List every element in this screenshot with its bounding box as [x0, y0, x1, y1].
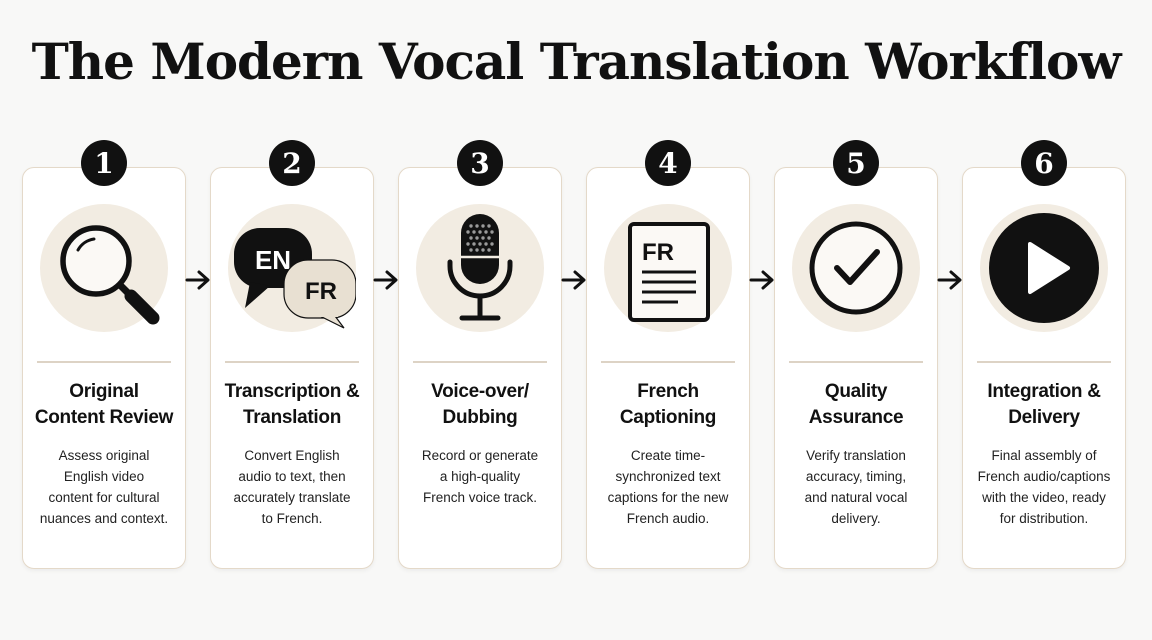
step-heading: Original Content Review	[27, 379, 181, 431]
icon-badge: EN FR	[228, 204, 356, 332]
description-line: Convert English	[244, 448, 340, 463]
step-number-badge: 3	[457, 140, 503, 186]
bubble-en-text: EN	[255, 245, 291, 275]
description-line: to French.	[261, 511, 323, 526]
step-card: EN FR Transcription & Translation Conver…	[210, 167, 374, 569]
step-heading: Quality Assurance	[779, 379, 933, 431]
description-line: with the video, ready	[982, 490, 1106, 505]
divider	[789, 361, 923, 363]
description-line: accurately translate	[233, 490, 351, 505]
speech-bubbles-icon: EN FR	[234, 228, 356, 329]
description-line: French audio.	[626, 511, 710, 526]
icon-badge	[416, 204, 544, 332]
caption-document-icon: FR	[628, 222, 710, 322]
page-title: The Modern Vocal Translation Workflow	[31, 32, 1122, 91]
step-heading: Integration & Delivery	[967, 379, 1121, 431]
step-card: Original Content Review Assess original …	[22, 167, 186, 569]
description-line: Verify translation	[806, 448, 906, 463]
bubble-fr-text: FR	[305, 278, 337, 305]
icon-badge	[980, 204, 1108, 332]
description-line: Final assembly of	[991, 448, 1097, 463]
heading-line: Dubbing	[442, 407, 518, 428]
arrow-right-icon	[749, 270, 774, 290]
description-line: English video	[63, 469, 145, 484]
description-line: for distribution.	[999, 511, 1089, 526]
step-card: FR French Captioning Create time- synchr…	[586, 167, 750, 569]
divider	[977, 361, 1111, 363]
heading-line: Original	[69, 381, 139, 402]
step-number-badge: 5	[833, 140, 879, 186]
step-description: Final assembly of French audio/captions …	[971, 445, 1117, 529]
arrow-right-icon	[561, 270, 586, 290]
step-card: Quality Assurance Verify translation acc…	[774, 167, 938, 569]
step-heading: Voice-over/ Dubbing	[403, 379, 557, 431]
description-line: Create time-	[630, 448, 706, 463]
heading-line: Voice-over/	[431, 381, 529, 402]
description-line: Assess original	[58, 448, 150, 463]
arrow-right-icon	[185, 270, 210, 290]
description-line: delivery.	[831, 511, 881, 526]
divider	[413, 361, 547, 363]
description-line: content for cultural	[48, 490, 160, 505]
description-line: and natural vocal	[804, 490, 908, 505]
heading-line: French	[637, 381, 699, 402]
description-line: a high-quality	[439, 469, 521, 484]
step-description: Assess original English video content fo…	[31, 445, 177, 529]
step-description: Convert English audio to text, then accu…	[219, 445, 365, 529]
divider	[225, 361, 359, 363]
icon-badge: FR	[604, 204, 732, 332]
divider	[601, 361, 735, 363]
description-line: Record or generate	[421, 448, 539, 463]
microphone-icon	[447, 214, 513, 321]
document-fr-text: FR	[642, 239, 674, 266]
step-description: Verify translation accuracy, timing, and…	[783, 445, 929, 529]
heading-line: Delivery	[1008, 407, 1080, 428]
description-line: synchronized text	[615, 469, 721, 484]
heading-line: Transcription &	[224, 381, 360, 402]
heading-line: Translation	[242, 407, 342, 428]
arrow-right-icon	[373, 270, 398, 290]
step-description: Create time- synchronized text captions …	[595, 445, 741, 529]
heading-line: Assurance	[808, 407, 904, 428]
step-card: Integration & Delivery Final assembly of…	[962, 167, 1126, 569]
step-number-badge: 1	[81, 140, 127, 186]
heading-line: Quality	[824, 381, 888, 402]
heading-line: Content Review	[34, 407, 174, 428]
step-heading: Transcription & Translation	[215, 379, 369, 431]
description-line: French audio/captions	[977, 469, 1111, 484]
checkmark-icon	[809, 221, 903, 315]
description-line: audio to text, then	[238, 469, 346, 484]
step-heading: French Captioning	[591, 379, 745, 431]
description-line: nuances and context.	[39, 511, 169, 526]
arrow-right-icon	[937, 270, 962, 290]
heading-line: Integration &	[987, 381, 1101, 402]
play-icon	[989, 213, 1099, 323]
heading-line: Captioning	[619, 407, 717, 428]
description-line: French voice track.	[422, 490, 538, 505]
icon-badge	[792, 204, 920, 332]
step-card: Voice-over/ Dubbing Record or generate a…	[398, 167, 562, 569]
step-description: Record or generate a high-quality French…	[407, 445, 553, 508]
magnifying-glass-icon	[60, 225, 160, 325]
description-line: accuracy, timing,	[805, 469, 907, 484]
step-number-badge: 4	[645, 140, 691, 186]
step-number-badge: 6	[1021, 140, 1067, 186]
icon-badge	[40, 204, 168, 332]
divider	[37, 361, 171, 363]
description-line: captions for the new	[607, 490, 729, 505]
step-number-badge: 2	[269, 140, 315, 186]
